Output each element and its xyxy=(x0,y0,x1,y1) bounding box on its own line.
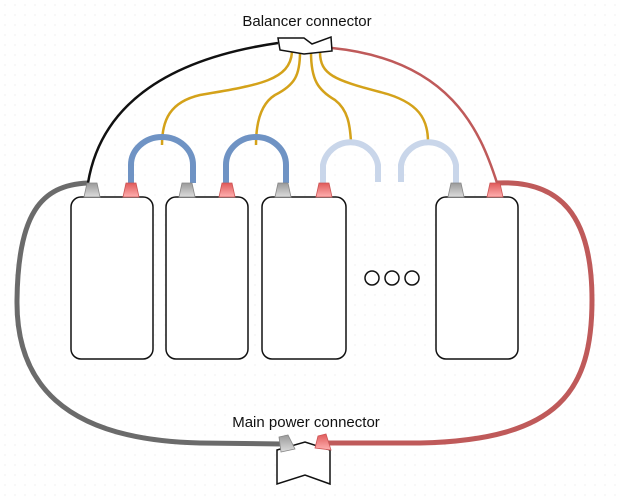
main-power-connector xyxy=(276,441,331,486)
balance-negative-wire xyxy=(86,41,279,184)
main-power-connector-label: Main power connector xyxy=(232,414,380,431)
balance-lead-2 xyxy=(254,51,302,146)
cell-1 xyxy=(70,196,154,360)
main-negative-wire xyxy=(14,180,283,447)
terminal-positive-icon xyxy=(218,182,236,198)
main-negative-plug-icon xyxy=(278,434,296,453)
main-positive-plug-icon xyxy=(314,433,332,451)
cell-link-2-3 xyxy=(223,134,289,183)
cell-link-faded-2 xyxy=(398,139,459,183)
terminal-positive-icon xyxy=(122,182,140,198)
cell-3 xyxy=(261,196,347,360)
cell-link-faded-1 xyxy=(320,139,381,183)
cell-link-1-2 xyxy=(128,134,196,183)
more-cells-ellipsis xyxy=(364,270,420,286)
cell-2 xyxy=(165,196,249,360)
balance-leads xyxy=(160,51,430,146)
terminal-negative-icon xyxy=(83,182,101,198)
terminal-negative-icon xyxy=(178,182,196,198)
main-positive-wire xyxy=(325,180,595,446)
balance-positive-wire xyxy=(331,46,499,184)
terminal-positive-icon xyxy=(315,182,333,198)
balance-lead-4 xyxy=(318,51,430,143)
cells xyxy=(70,196,519,360)
terminal-negative-icon xyxy=(274,182,292,198)
balance-lead-1 xyxy=(160,51,294,146)
terminals xyxy=(83,182,504,198)
balance-lead-3 xyxy=(309,51,353,143)
terminal-positive-icon xyxy=(486,182,504,198)
cell-n xyxy=(435,196,519,360)
terminal-negative-icon xyxy=(447,182,465,198)
balancer-connector-label: Balancer connector xyxy=(242,13,371,30)
balancer-connector xyxy=(277,35,333,55)
